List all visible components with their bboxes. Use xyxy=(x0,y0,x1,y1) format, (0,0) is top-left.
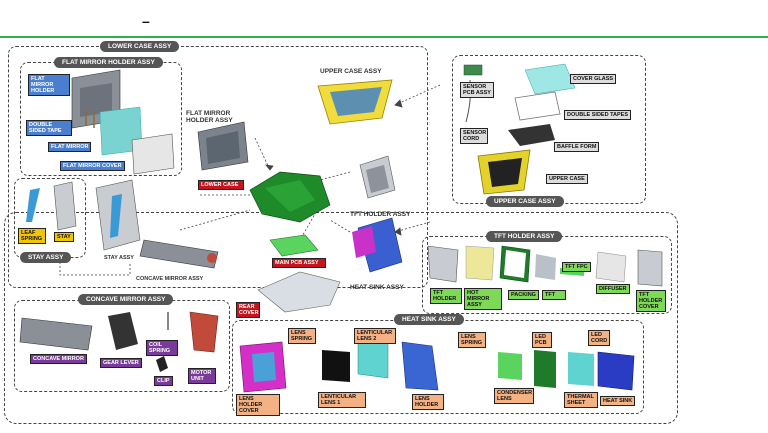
label-coil-spring: COIL SPRING xyxy=(146,340,178,356)
label-led-pcb: LED PCB xyxy=(532,332,552,348)
label-leaf-spring: LEAF SPRING xyxy=(18,228,46,244)
label-lens-holder: LENS HOLDER xyxy=(412,394,444,410)
accent-line xyxy=(0,36,768,38)
rear-cover-illustration xyxy=(257,271,341,313)
label-hot-mirror-assy: HOT MIRROR ASSY xyxy=(464,288,502,310)
label-lenticular-lens-2: LENTICULAR LENS 2 xyxy=(354,328,396,344)
label-flat-mirror-cover: FLAT MIRROR COVER xyxy=(60,161,125,171)
label-thermal-sheet: THERMAL SHEET xyxy=(564,392,598,408)
concave-mirror-assy-illustration xyxy=(139,239,219,269)
heat-sink-assy-title: HEAT SINK ASSY xyxy=(394,314,464,325)
flat-mirror-holder-illustration xyxy=(71,69,175,175)
lower-case-assy-group xyxy=(8,46,428,288)
heat-sink-parts-illustration xyxy=(239,339,635,393)
heat-sink-assy-illustration xyxy=(352,217,403,273)
tft-holder-assy-illustration xyxy=(359,155,396,199)
flat-mirror-holder-assy-illustration xyxy=(197,121,249,171)
upper-case-illustration xyxy=(477,149,531,195)
label-lens-spring-2: LENS SPRING xyxy=(458,332,486,348)
label-lens-holder-cover: LENS HOLDER COVER xyxy=(236,394,280,416)
upper-case-assy-illustration xyxy=(317,79,393,125)
label-lenticular-lens-1: LENTICULAR LENS 1 xyxy=(318,392,366,408)
top-bar xyxy=(0,0,768,36)
upper-case-assy-title: UPPER CASE ASSY xyxy=(486,196,564,207)
lower-case-assy-title: LOWER CASE ASSY xyxy=(100,41,180,52)
label-main-pcb-assy: MAIN PCB ASSY xyxy=(272,258,326,268)
stay-illustration xyxy=(26,181,77,231)
label-led-cord: LED CORD xyxy=(588,330,610,346)
label-double-sided-tape: DOUBLE SIDED TAPE xyxy=(26,120,72,136)
label-flat-mirror: FLAT MIRROR xyxy=(48,142,92,152)
label-condenser-lens: CONDENSER LENS xyxy=(494,388,534,404)
label-tft-holder-cover: TFT HOLDER COVER xyxy=(636,290,666,312)
stay-assy-caption: STAY ASSY xyxy=(104,255,134,261)
label-sensor-pcb-assy: SENSOR PCB ASSY xyxy=(460,82,494,98)
concave-mirror-parts-illustration xyxy=(19,311,219,372)
upper-case-assy-caption: UPPER CASE ASSY xyxy=(320,68,382,75)
label-sensor-cord: SENSOR CORD xyxy=(460,128,488,144)
label-lower-case: LOWER CASE xyxy=(198,180,244,190)
label-tft-holder: TFT HOLDER xyxy=(430,288,462,304)
label-gear-lever: GEAR LEVER xyxy=(100,358,142,368)
label-flat-mirror-holder: FLAT MIRROR HOLDER xyxy=(28,74,70,96)
label-concave-mirror: CONCAVE MIRROR xyxy=(30,354,87,364)
label-rear-cover: REAR COVER xyxy=(236,302,260,318)
double-sided-tapes-illustration xyxy=(514,91,561,121)
label-tft: TFT xyxy=(542,290,566,300)
baffle-form-illustration xyxy=(508,124,555,146)
lower-case-illustration xyxy=(249,171,331,223)
label-motor-unit: MOTOR UNIT xyxy=(188,368,216,384)
heat-sink-assy-caption: HEAT SINK ASSY xyxy=(350,284,404,291)
label-packing: PACKING xyxy=(508,290,539,300)
cover-glass-illustration xyxy=(524,63,576,95)
tft-holder-assy-title: TFT HOLDER ASSY xyxy=(486,231,563,242)
sensor-pcb-illustration xyxy=(463,64,483,76)
label-stay: STAY xyxy=(54,232,74,242)
tft-holder-assy-caption: TFT HOLDER ASSY xyxy=(350,211,411,218)
concave-mirror-assy-caption: CONCAVE MIRROR ASSY xyxy=(136,276,204,282)
concave-mirror-assy-title: CONCAVE MIRROR ASSY xyxy=(78,294,174,305)
stay-assy-illustration xyxy=(95,179,141,251)
flat-mirror-holder-assy-caption: FLAT MIRROR HOLDER ASSY xyxy=(186,110,233,124)
label-cover-glass: COVER GLASS xyxy=(570,74,617,84)
label-heat-sink: HEAT SINK xyxy=(600,396,636,406)
label-tft-fpc: TFT FPC xyxy=(562,262,591,272)
label-upper-case: UPPER CASE xyxy=(546,174,588,184)
label-baffle-form: BAFFLE FORM xyxy=(554,142,600,152)
outer-assembly-group xyxy=(4,212,678,424)
tft-holder-parts-illustration xyxy=(427,245,663,287)
label-double-sided-tapes: DOUBLE SIDED TAPES xyxy=(564,110,632,120)
label-diffuser: DIFFUSER xyxy=(596,284,630,294)
label-clip: CLIP xyxy=(154,376,173,386)
title-dash: – xyxy=(142,13,150,29)
label-lens-spring-1: LENS SPRING xyxy=(288,328,316,344)
main-pcb-illustration xyxy=(269,234,319,257)
stay-assy-title: STAY ASSY xyxy=(20,252,72,263)
flat-mirror-holder-assy-title: FLAT MIRROR HOLDER ASSY xyxy=(54,57,163,68)
